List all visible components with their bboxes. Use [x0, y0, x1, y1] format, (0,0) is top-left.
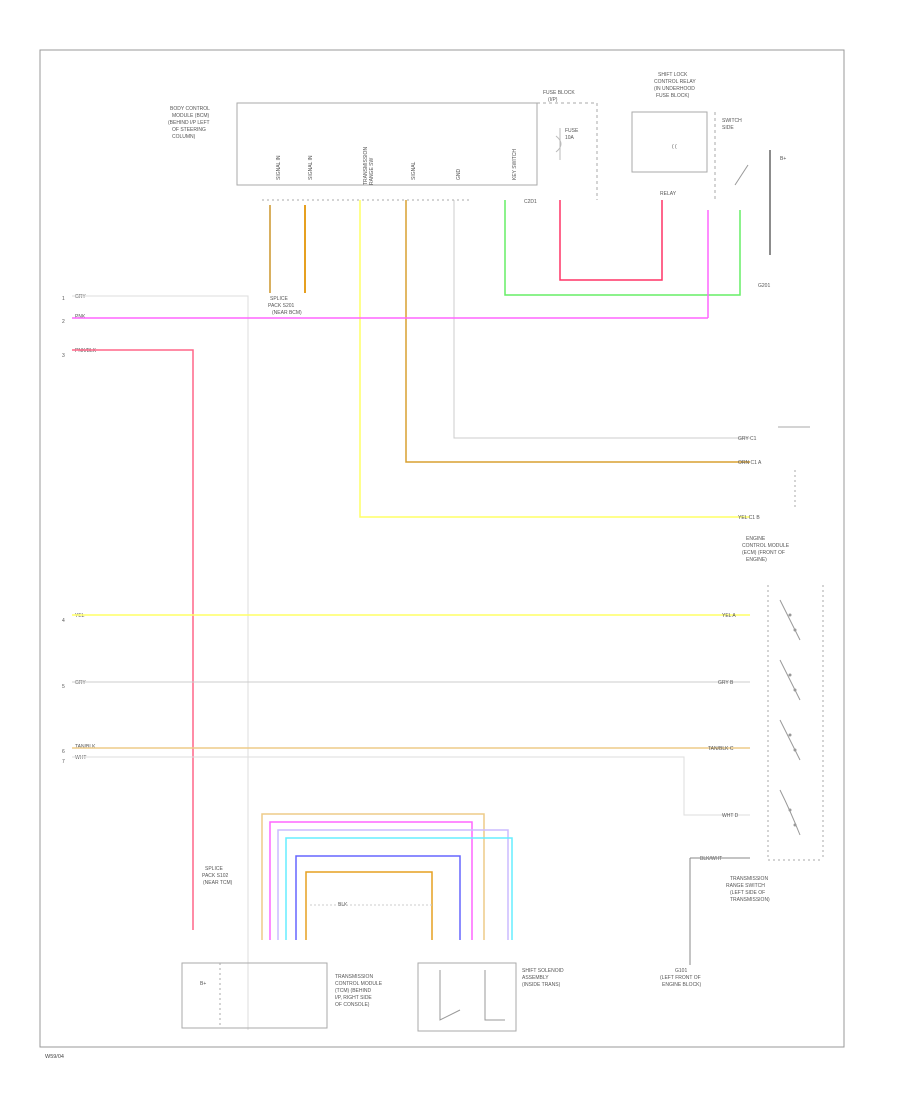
body-control-module: BODY CONTROL MODULE (BCM) (BEHIND I/P LE…: [168, 102, 538, 186]
trs-pin-1: YEL A: [722, 613, 736, 619]
tcm-label-2: CONTROL MODULE: [335, 981, 383, 987]
bcm-pin-label-3: TRANSMISSION: [363, 147, 369, 185]
splice-bottom-1: SPLICE: [205, 866, 223, 872]
left-wire-id-2: 2: [62, 319, 65, 325]
left-wire-id-4: 4: [62, 618, 65, 624]
trs-pin-2: GRY B: [718, 680, 734, 686]
relay-sw-label-2: SIDE: [722, 125, 734, 131]
ecm-label-1: ENGINE: [746, 536, 766, 542]
diagram-id-label: W59/04: [45, 1054, 64, 1060]
tcm-pin-label: B+: [200, 981, 206, 987]
solenoid-label-1: SHIFT SOLENOID: [522, 968, 564, 974]
fuse-label: FUSE: [565, 128, 579, 134]
right-labels: GRY C1 ORN C1 A YEL C1 B ENGINE CONTROL …: [738, 426, 810, 563]
fuse-block: FUSE BLOCK (I/P) FUSE 10A C2D1: [524, 90, 598, 205]
relay-pin-label: RELAY: [660, 191, 677, 197]
bcm-pin-label-3b: RANGE SW: [369, 157, 375, 185]
splice-label-3: (NEAR BCM): [272, 310, 302, 316]
right-label-org: ORN C1 A: [738, 460, 762, 466]
left-wires: 1 GRY 2 PNK 3 PNK/BLK 4 YEL 5 GRY 6 TAN/…: [62, 294, 750, 1030]
tcm-label-1: TRANSMISSION: [335, 974, 373, 980]
left-wire-id-7: 7: [62, 759, 65, 765]
right-label-gry: GRY C1: [738, 436, 757, 442]
left-wire-color-6: TAN/BLK: [75, 744, 96, 750]
splice-label-1: SPLICE: [270, 296, 288, 302]
fuse-block-label-2: (I/P): [548, 97, 558, 103]
wire-gray-1: [453, 200, 750, 439]
left-wire-id-3: 3: [62, 353, 65, 359]
trs-label-4: TRANSMISSION): [730, 897, 770, 903]
tcm-label-5: OF CONSOLE): [335, 1002, 370, 1008]
ecm-label-4: ENGINE): [746, 557, 767, 563]
bcm-label-line1: BODY CONTROL: [170, 106, 210, 112]
splice-bottom-2: PACK S102: [202, 873, 229, 879]
bcm-pin-label-6: KEY SWITCH: [512, 149, 518, 180]
splice-label-2: PACK S201: [268, 303, 295, 309]
left-wire-color-7: WHT: [75, 755, 86, 761]
relay: SHIFT LOCK CONTROL RELAY (IN UNDERHOOD F…: [631, 72, 786, 200]
transmission-control-module: B+ TRANSMISSION CONTROL MODULE (TCM) (BE…: [181, 962, 383, 1029]
wire-yellow-1: [359, 200, 750, 518]
left-wire-color-4: YEL: [75, 613, 85, 619]
trs-label-2: RANGE SWITCH: [726, 883, 765, 889]
relay-sw-label: SWITCH: [722, 118, 742, 124]
fuse-label-2: 10A: [565, 135, 575, 141]
relay-label-3: (IN UNDERHOOD: [654, 86, 695, 92]
left-wire-id-5: 5: [62, 684, 65, 690]
fuse-block-label-1: FUSE BLOCK: [543, 90, 575, 96]
red-wire-tag: PNK/BLK: [75, 348, 97, 354]
ecm-label-3: (ECM) (FRONT OF: [742, 550, 785, 556]
bcm-label-line2: MODULE (BCM): [172, 113, 210, 119]
bcm-pin-label-2: SIGNAL IN: [308, 155, 314, 180]
trs-pin-4: WHT D: [722, 813, 739, 819]
battery-label: B+: [780, 156, 786, 162]
left-wire-color-1: GRY: [75, 294, 86, 300]
bottom-wire-bundle: BLK SPLICE PACK S102 (NEAR TCM): [202, 813, 513, 940]
bcm-label-line5: COLUMN): [172, 134, 196, 140]
bcm-label-line4: OF STEERING: [172, 127, 206, 133]
left-wire-color-2: PNK: [75, 314, 86, 320]
solenoid-label-3: (INSIDE TRANS): [522, 982, 561, 988]
ground-bottom-2: (LEFT FRONT OF: [660, 975, 701, 981]
relay-coil-symbol: ( (: [672, 144, 677, 150]
ecm-label-2: CONTROL MODULE: [742, 543, 790, 549]
trs-ground-wire: BLK/WHT: [700, 856, 722, 862]
splice-bottom-3: (NEAR TCM): [203, 880, 233, 886]
bcm-pin-label-1: SIGNAL IN: [276, 155, 282, 180]
left-wire-color-5: GRY: [75, 680, 86, 686]
bcm-pin-label-4: SIGNAL: [411, 161, 417, 180]
range-switch: YEL A GRY B TAN/BLK C WHT D BLK/WHT TRAN…: [660, 585, 824, 988]
wire-red: [559, 200, 663, 281]
bcm-label-line3: (BEHIND I/P LEFT: [168, 120, 210, 126]
bcm-pin-label-5: GND: [456, 169, 462, 181]
shift-solenoid: SHIFT SOLENOID ASSEMBLY (INSIDE TRANS): [417, 962, 564, 1032]
tcm-label-4: I/P, RIGHT SIDE: [335, 995, 372, 1001]
relay-label-4: FUSE BLOCK): [656, 93, 690, 99]
ground-label: G201: [758, 283, 770, 289]
solenoid-label-2: ASSEMBLY: [522, 975, 549, 981]
trs-label-3: (LEFT SIDE OF: [730, 890, 765, 896]
relay-label-2: CONTROL RELAY: [654, 79, 696, 85]
trs-pin-3: TAN/BLK C: [708, 746, 734, 752]
left-wire-id-1: 1: [62, 296, 65, 302]
tcm-label-3: (TCM) (BEHIND: [335, 988, 371, 994]
relay-label-1: SHIFT LOCK: [658, 72, 688, 78]
wire-green: [504, 200, 741, 296]
ground-bottom-3: ENGINE BLOCK): [662, 982, 702, 988]
left-wire-id-6: 6: [62, 749, 65, 755]
ground-bottom-1: G101: [675, 968, 687, 974]
fuse-pin-label: C2D1: [524, 199, 537, 205]
right-label-yel: YEL C1 B: [738, 515, 760, 521]
diagram-frame: [39, 49, 845, 1048]
bcm-wires: SPLICE PACK S201 (NEAR BCM): [262, 199, 750, 518]
trs-label-1: TRANSMISSION: [730, 876, 768, 882]
wire-orange-1: [405, 200, 750, 463]
